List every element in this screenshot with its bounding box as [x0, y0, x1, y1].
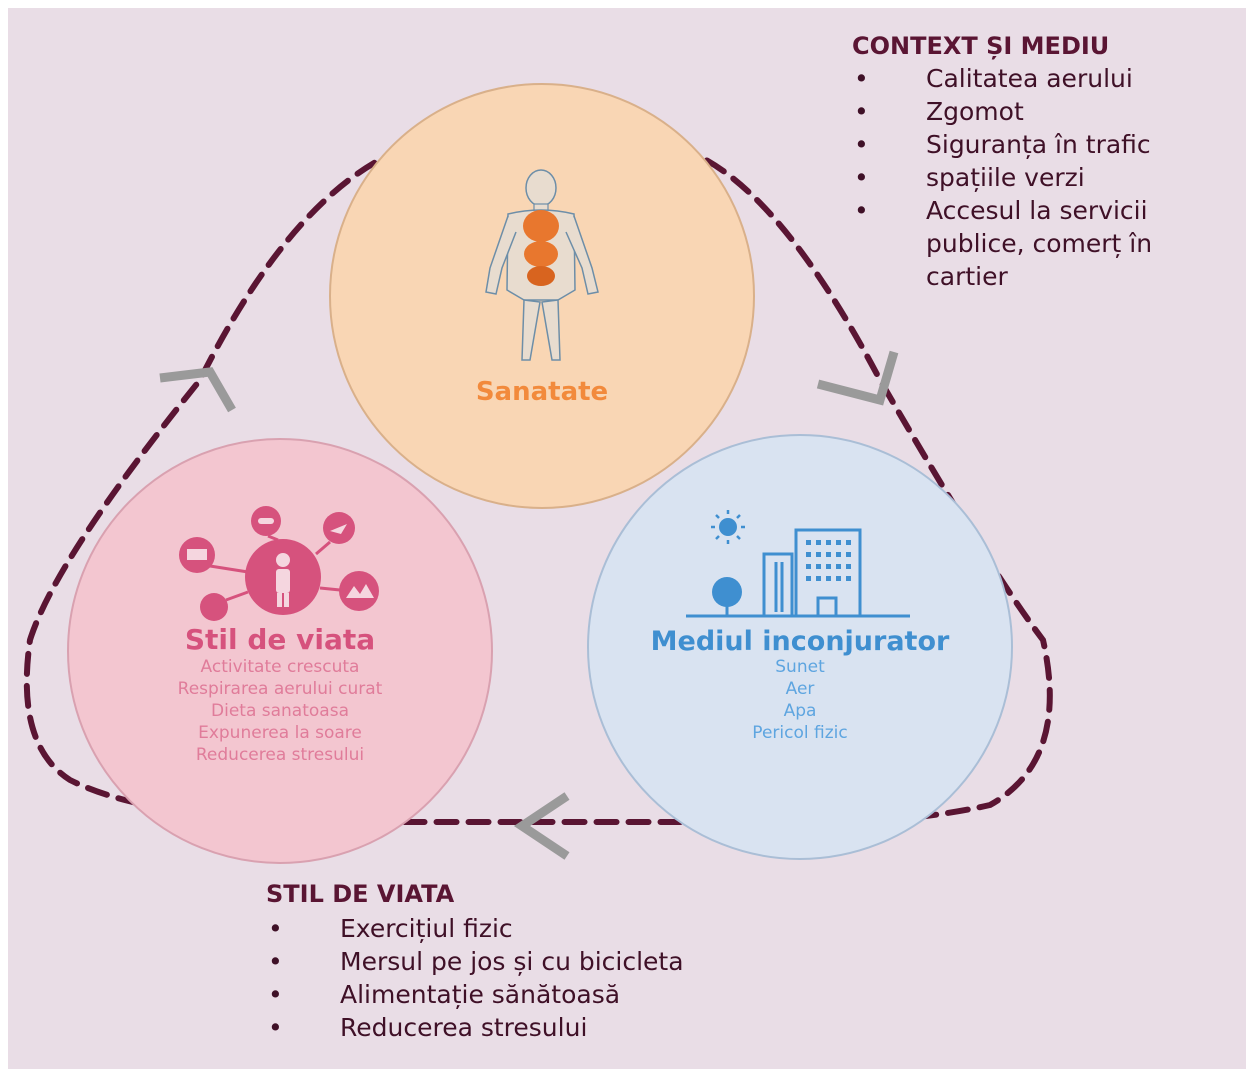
person-activities-icon — [179, 506, 379, 621]
context-item: Calitatea aerului — [850, 62, 1230, 95]
lifestyle-item: Respirarea aerului curat — [177, 679, 383, 699]
lifestyle-list-item: Mersul pe jos și cu bicicleta — [264, 945, 864, 978]
arrow-bottom-icon — [513, 792, 570, 860]
lifestyle-list-item: Exercițiul fizic — [264, 912, 864, 945]
context-item: Accesul la servicii publice, comerț în c… — [850, 194, 1230, 293]
building-windows — [806, 540, 851, 581]
environment-item: Sunet — [775, 657, 825, 677]
arrow-left-icon — [159, 367, 236, 413]
arrow-right-icon — [816, 350, 899, 406]
lifestyle-item: Reducerea stresului — [195, 745, 365, 765]
context-item: Zgomot — [850, 95, 1230, 128]
lifestyle-item: Activitate crescuta — [200, 657, 360, 677]
lifestyle-list-item: Alimentație sănătoasă — [264, 978, 864, 1011]
lifestyle-items: Activitate crescuta Respirarea aerului c… — [120, 656, 440, 766]
environment-item: Apa — [783, 701, 817, 721]
context-title: CONTEXT ȘI MEDIU — [852, 32, 1110, 60]
dashed-cycle-loop — [23, 123, 1053, 827]
lifestyle-title: STIL DE VIATA — [266, 880, 455, 908]
city-buildings-icon — [686, 510, 910, 618]
context-item: spațiile verzi — [850, 161, 1230, 194]
environment-items: Sunet Aer Apa Pericol fizic — [680, 656, 920, 744]
context-item: Siguranța în trafic — [850, 128, 1230, 161]
lifestyle-item: Expunerea la soare — [198, 723, 362, 743]
human-body-icon — [485, 169, 599, 361]
lifestyle-item: Dieta sanatoasa — [211, 701, 349, 721]
lifestyle-list-item: Reducerea stresului — [264, 1011, 864, 1044]
environment-circle — [587, 434, 1013, 860]
environment-item: Aer — [785, 679, 815, 699]
lifestyle-circle — [67, 438, 493, 864]
environment-item: Pericol fizic — [752, 723, 848, 743]
context-list: Calitatea aerului Zgomot Siguranța în tr… — [850, 62, 1230, 293]
health-label: Sanatate — [475, 377, 609, 407]
environment-label: Mediul inconjurator — [650, 626, 950, 657]
lifestyle-list: Exercițiul fizic Mersul pe jos și cu bic… — [264, 912, 864, 1044]
lifestyle-label: Stil de viata — [184, 623, 376, 656]
